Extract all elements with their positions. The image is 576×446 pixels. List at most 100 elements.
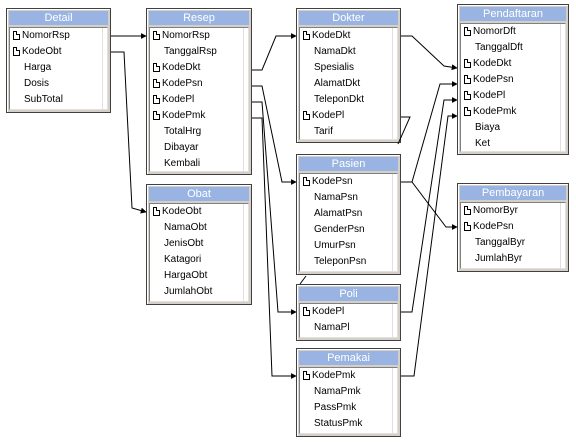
relationship-line[interactable]: [252, 33, 297, 71]
relationship-line[interactable]: [252, 85, 297, 185]
relationship-line[interactable]: [401, 81, 458, 183]
table-title[interactable]: Pendaftaran: [460, 7, 566, 21]
field-row[interactable]: Biaya: [461, 120, 565, 136]
field-row[interactable]: StatusPmk: [300, 416, 397, 432]
field-row[interactable]: TanggalRsp: [150, 44, 248, 60]
table-dokter[interactable]: Dokter KodeDkt NamaDkt Spesialis AlamatD…: [296, 8, 401, 143]
table-title[interactable]: Detail: [9, 11, 108, 25]
field-list: NomorByr KodePsn TanggalByr JumlahByr: [460, 202, 566, 269]
field-row[interactable]: KodeDkt: [461, 56, 565, 72]
relationship-line[interactable]: [252, 117, 297, 379]
scrollbar[interactable]: [392, 174, 397, 271]
field-row[interactable]: KodeDkt: [150, 60, 248, 76]
table-title[interactable]: Resep: [149, 11, 249, 25]
table-pendaftaran[interactable]: Pendaftaran NomorDft TanggalDft KodeDkt …: [457, 4, 569, 155]
field-row[interactable]: Tarif: [300, 124, 397, 140]
field-row[interactable]: JumlahByr: [461, 251, 565, 267]
field-row[interactable]: NomorRsp: [10, 28, 107, 44]
field-row[interactable]: NamaDkt: [300, 44, 397, 60]
scrollbar[interactable]: [102, 28, 107, 109]
scrollbar[interactable]: [243, 28, 248, 171]
table-pembayaran[interactable]: Pembayaran NomorByr KodePsn TanggalByr J…: [457, 183, 569, 272]
table-title[interactable]: Pemakai: [299, 351, 398, 365]
field-row[interactable]: TanggalDft: [461, 40, 565, 56]
table-pasien[interactable]: Pasien KodePsn NamaPsn AlamatPsn GenderP…: [296, 154, 401, 275]
field-name: AlamatDkt: [314, 78, 361, 89]
field-row[interactable]: KodePsn: [300, 174, 397, 190]
key-icon: [464, 222, 471, 231]
field-row[interactable]: UmurPsn: [300, 238, 397, 254]
field-row[interactable]: Dibayar: [150, 140, 248, 156]
field-row[interactable]: KodePsn: [150, 76, 248, 92]
field-row[interactable]: JenisObt: [150, 236, 248, 252]
scrollbar[interactable]: [243, 204, 248, 301]
field-name: Dibayar: [164, 142, 199, 153]
field-list: NomorRsp KodeObt Harga Dosis SubTotal: [9, 27, 108, 110]
field-row[interactable]: KodePl: [300, 304, 397, 320]
table-resep[interactable]: Resep NomorRsp TanggalRsp KodeDkt KodePs…: [146, 8, 252, 175]
field-row[interactable]: TanggalByr: [461, 235, 565, 251]
table-title[interactable]: Pasien: [299, 157, 398, 171]
field-row[interactable]: NomorByr: [461, 203, 565, 219]
field-row[interactable]: AlamatPsn: [300, 206, 397, 222]
field-name: Spesialis: [314, 62, 355, 73]
field-row[interactable]: KodeObt: [10, 44, 107, 60]
table-title[interactable]: Dokter: [299, 11, 398, 25]
field-row[interactable]: KodePmk: [300, 368, 397, 384]
field-row[interactable]: NamaPl: [300, 320, 397, 336]
field-row[interactable]: TeleponDkt: [300, 92, 397, 108]
field-row[interactable]: Spesialis: [300, 60, 397, 76]
field-row[interactable]: TotalHrg: [150, 124, 248, 140]
scrollbar[interactable]: [560, 24, 565, 151]
field-row[interactable]: HargaObt: [150, 268, 248, 284]
field-row[interactable]: KodePsn: [461, 72, 565, 88]
field-row[interactable]: Ket: [461, 136, 565, 152]
table-detail[interactable]: Detail NomorRsp KodeObt Harga Dosis SubT…: [6, 8, 111, 113]
field-row[interactable]: PassPmk: [300, 400, 397, 416]
field-row[interactable]: KodePl: [300, 108, 397, 124]
relationship-line[interactable]: [401, 35, 458, 71]
field-row[interactable]: NomorRsp: [150, 28, 248, 44]
field-row[interactable]: TeleponPsn: [300, 254, 397, 270]
scrollbar[interactable]: [392, 304, 397, 337]
relationship-line[interactable]: [299, 275, 307, 285]
field-row[interactable]: NomorDft: [461, 24, 565, 40]
key-icon: [153, 207, 160, 216]
field-name: KodePl: [162, 94, 195, 105]
field-row[interactable]: KodePl: [150, 92, 248, 108]
field-row[interactable]: KodePmk: [461, 104, 565, 120]
scrollbar[interactable]: [392, 368, 397, 433]
relationship-line[interactable]: [111, 51, 147, 214]
field-row[interactable]: KodePmk: [150, 108, 248, 124]
field-row[interactable]: Katagori: [150, 252, 248, 268]
field-row[interactable]: Dosis: [10, 76, 107, 92]
relationship-line[interactable]: [401, 97, 458, 313]
field-row[interactable]: KodePsn: [461, 219, 565, 235]
field-row[interactable]: JumlahObt: [150, 284, 248, 300]
field-row[interactable]: SubTotal: [10, 92, 107, 108]
scrollbar[interactable]: [560, 203, 565, 268]
field-row[interactable]: GenderPsn: [300, 222, 397, 238]
table-pemakai[interactable]: Pemakai KodePmk NamaPmk PassPmk StatusPm…: [296, 348, 401, 437]
field-row[interactable]: NamaPmk: [300, 384, 397, 400]
field-row[interactable]: AlamatDkt: [300, 76, 397, 92]
field-row[interactable]: KodePl: [461, 88, 565, 104]
table-title[interactable]: Obat: [149, 187, 249, 201]
relationship-line[interactable]: [401, 113, 458, 377]
field-row[interactable]: NamaObt: [150, 220, 248, 236]
field-row[interactable]: Harga: [10, 60, 107, 76]
table-obat[interactable]: Obat KodeObt NamaObt JenisObt Katagori H…: [146, 184, 252, 305]
table-title[interactable]: Poli: [299, 287, 398, 301]
table-poli[interactable]: Poli KodePl NamaPl: [296, 284, 401, 341]
field-name: KodePsn: [312, 176, 353, 187]
relationship-line[interactable]: [401, 181, 458, 230]
field-row[interactable]: KodeDkt: [300, 28, 397, 44]
field-row[interactable]: NamaPsn: [300, 190, 397, 206]
field-name: KodePsn: [473, 74, 514, 85]
field-name: SubTotal: [24, 94, 63, 105]
scrollbar[interactable]: [392, 28, 397, 139]
field-row[interactable]: Kembali: [150, 156, 248, 172]
relationship-line[interactable]: [252, 101, 297, 315]
table-title[interactable]: Pembayaran: [460, 186, 566, 200]
field-row[interactable]: KodeObt: [150, 204, 248, 220]
